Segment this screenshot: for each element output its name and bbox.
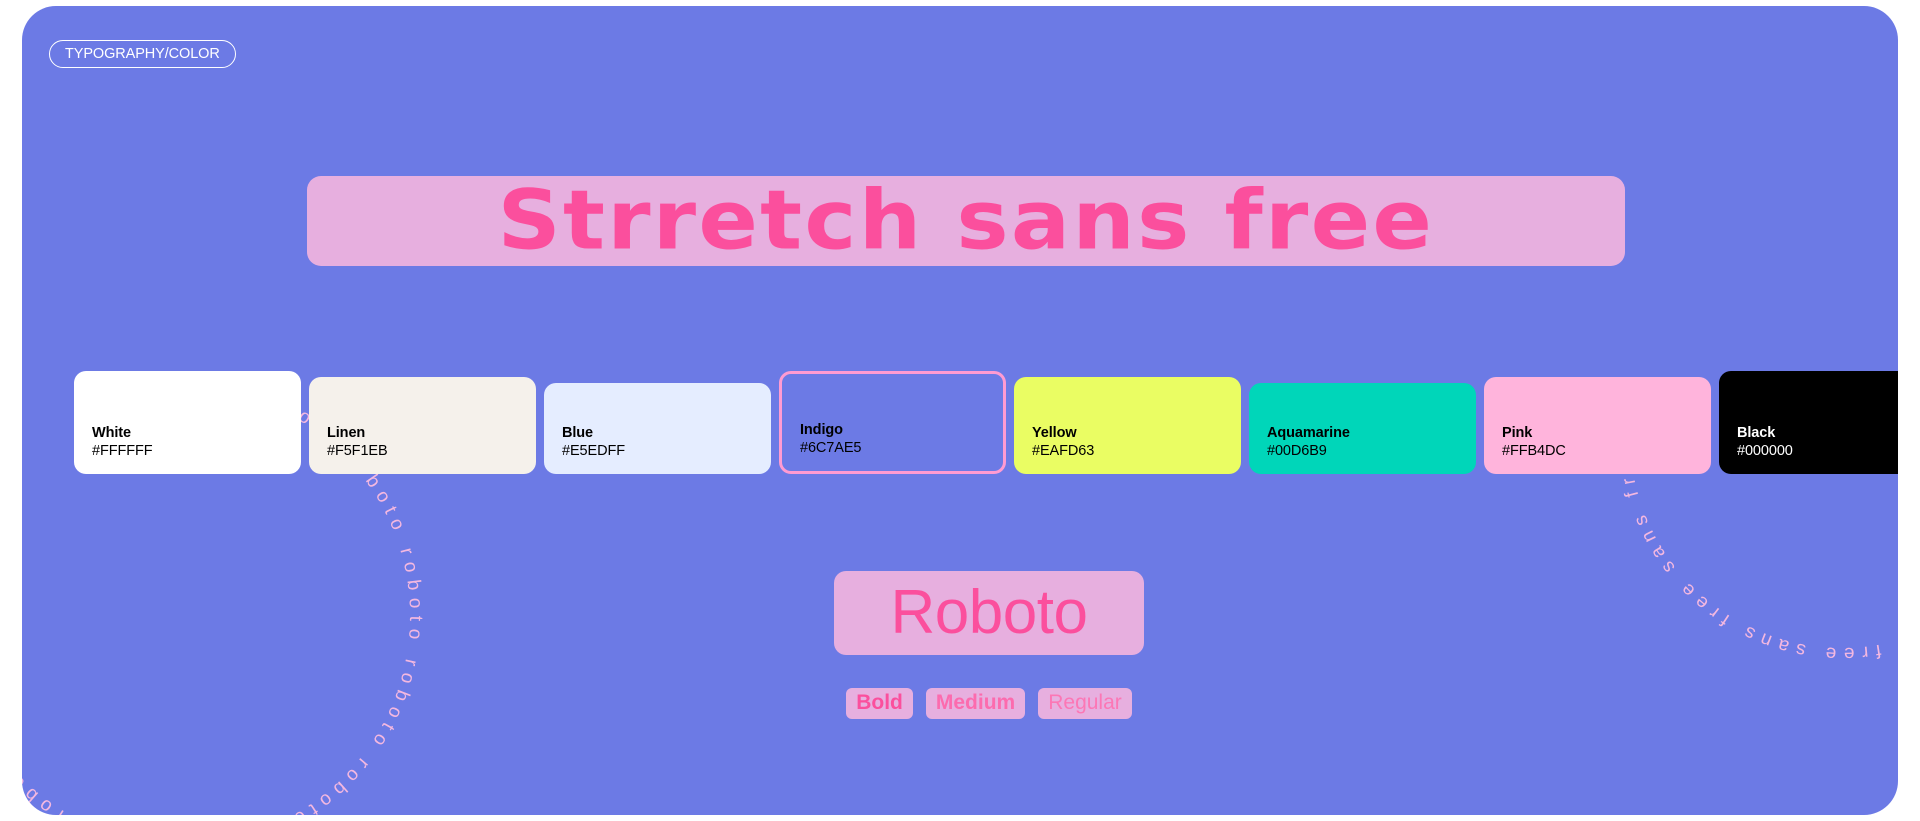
color-swatch-blue[interactable]: Blue #E5EDFF (544, 383, 771, 474)
swatch-hex: #FFFFFF (92, 443, 153, 460)
swatch-name: Indigo (800, 421, 843, 438)
font-weight-chip-row: Bold Medium Regular (834, 688, 1144, 719)
swatch-labels: Pink #FFB4DC (1502, 424, 1566, 461)
swatch-labels: Aquamarine #00D6B9 (1267, 424, 1350, 461)
swatch-labels: Blue #E5EDFF (562, 424, 625, 461)
section-badge[interactable]: TYPOGRAPHY/COLOR (49, 40, 236, 68)
font-weight-chip-regular[interactable]: Regular (1038, 688, 1132, 719)
color-swatch-row: White #FFFFFF Linen #F5F1EB Blue #E5EDFF Indig… (74, 366, 1898, 474)
swatch-name: Blue (562, 424, 594, 441)
font-name-text: Roboto (890, 578, 1088, 647)
swatch-name: Yellow (1032, 424, 1077, 441)
font-name-block[interactable]: Roboto (834, 571, 1144, 655)
headline-banner: Strretch sans free (307, 176, 1625, 266)
color-swatch-pink[interactable]: Pink #FFB4DC (1484, 377, 1711, 474)
swatch-labels: Linen #F5F1EB (327, 424, 388, 461)
swatch-name: Linen (327, 424, 366, 441)
swatch-hex: #6C7AE5 (800, 440, 862, 457)
swatch-hex: #EAFD63 (1032, 443, 1095, 460)
font-weight-chip-bold[interactable]: Bold (846, 688, 913, 719)
color-swatch-black[interactable]: Black #000000 (1719, 371, 1898, 474)
typography-color-card: TYPOGRAPHY/COLOR roboto roboto roboto ro… (22, 6, 1898, 815)
swatch-name: White (92, 424, 131, 441)
color-swatch-white[interactable]: White #FFFFFF (74, 371, 301, 474)
swatch-name: Black (1737, 424, 1776, 441)
font-weight-chip-medium[interactable]: Medium (925, 688, 1026, 719)
color-swatch-linen[interactable]: Linen #F5F1EB (309, 377, 536, 474)
headline-text: Strretch sans free (497, 173, 1435, 269)
swatch-hex: #F5F1EB (327, 443, 388, 460)
swatch-hex: #00D6B9 (1267, 443, 1327, 460)
swatch-hex: #FFB4DC (1502, 443, 1566, 460)
swatch-hex: #000000 (1737, 443, 1793, 460)
swatch-name: Aquamarine (1267, 424, 1350, 441)
swatch-labels: Black #000000 (1737, 424, 1793, 461)
swatch-labels: White #FFFFFF (92, 424, 153, 461)
color-swatch-yellow[interactable]: Yellow #EAFD63 (1014, 377, 1241, 474)
swatch-hex: #E5EDFF (562, 443, 625, 460)
color-swatch-aquamarine[interactable]: Aquamarine #00D6B9 (1249, 383, 1476, 474)
swatch-labels: Yellow #EAFD63 (1032, 424, 1094, 461)
color-swatch-indigo[interactable]: Indigo #6C7AE5 (779, 371, 1006, 474)
swatch-labels: Indigo #6C7AE5 (800, 421, 861, 458)
swatch-name: Pink (1502, 424, 1533, 441)
